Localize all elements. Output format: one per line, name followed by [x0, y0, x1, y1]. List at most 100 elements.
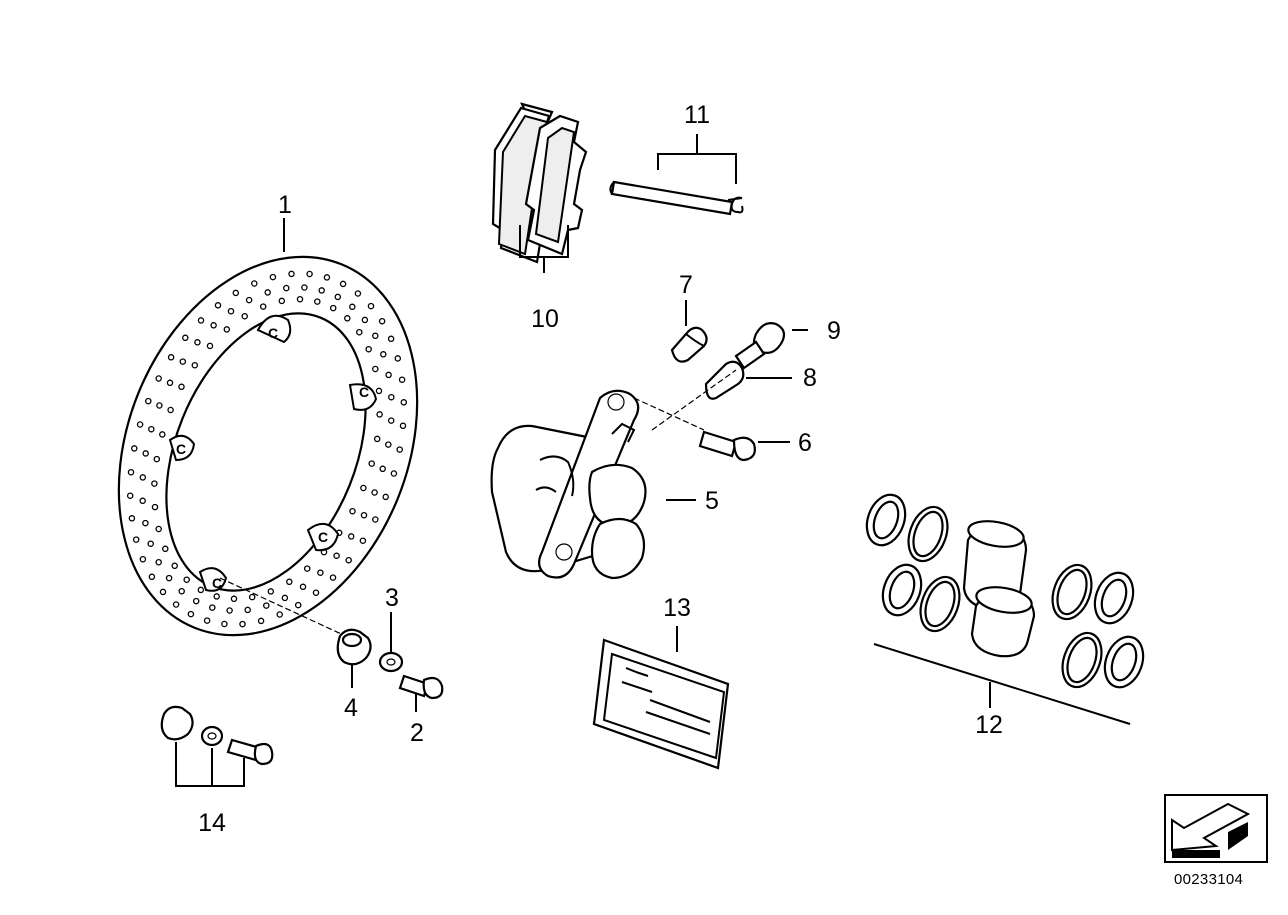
disc-hole [159, 588, 167, 596]
disc-hole [210, 322, 217, 329]
callout-8: 8 [803, 364, 817, 392]
svg-text:C: C [176, 441, 186, 457]
disc-hole [128, 515, 136, 522]
disc-hole [148, 425, 155, 433]
direction-arrow-icon [1164, 794, 1268, 863]
disc-hole [182, 334, 189, 342]
callout-12: 12 [975, 711, 1003, 739]
disc-hole [294, 601, 302, 609]
disc-hole [296, 295, 304, 303]
disc-hole [139, 555, 147, 563]
disc-hole [312, 589, 320, 596]
disc-hole [339, 280, 347, 288]
disc-hole [155, 558, 162, 566]
disc-hole [360, 511, 368, 519]
bleed-screw [734, 322, 808, 370]
disc-hole [382, 493, 389, 501]
disc-hole [306, 270, 313, 278]
disc-hole [276, 611, 283, 618]
disc-hole [131, 445, 138, 452]
callout-5: 5 [705, 487, 719, 515]
brake-caliper [490, 389, 696, 580]
washer [378, 612, 404, 673]
disc-hole [209, 604, 216, 611]
disc-hole [223, 326, 231, 333]
disc-hole [166, 379, 174, 387]
svg-text:C: C [359, 384, 369, 400]
disc-hole [178, 383, 185, 391]
disc-hole [159, 431, 166, 438]
disc-hole [314, 298, 321, 305]
disc-hole [317, 569, 324, 576]
callout-11: 11 [684, 101, 710, 129]
disc-hole [213, 593, 220, 600]
disc-hole [372, 332, 379, 340]
disc-hole [375, 387, 383, 395]
disc-hole [259, 303, 267, 310]
disc-hole [333, 552, 340, 559]
disc-hole [167, 406, 174, 414]
disc-hole [371, 489, 378, 496]
disc-hole [301, 284, 308, 291]
retaining-pin-and-clip [609, 134, 744, 216]
disc-hole [197, 317, 205, 324]
disc-hole [278, 297, 286, 305]
callout-7: 7 [679, 271, 693, 299]
disc-hole [206, 342, 214, 350]
disc-hole [126, 492, 134, 499]
callout-3: 3 [385, 584, 399, 612]
disc-hole [349, 303, 356, 311]
disc-hole [376, 411, 383, 418]
disc-hole [399, 422, 407, 430]
disc-screw [398, 674, 444, 712]
disc-hole [329, 574, 337, 581]
disc-hole [263, 602, 270, 609]
svg-text:C: C [212, 575, 222, 591]
disc-hole [248, 593, 256, 601]
disc-hole [145, 397, 152, 405]
repair-kit-card [592, 626, 730, 770]
disc-hole [345, 556, 352, 564]
disc-hole [372, 516, 379, 523]
brake-disc: C C C C C [117, 255, 419, 637]
disc-hole [230, 595, 238, 603]
callout-1: 1 [278, 191, 292, 219]
disc-hole [394, 355, 402, 362]
disc-hole [127, 468, 135, 476]
disc-hole [359, 537, 367, 544]
disc-hole [187, 610, 195, 618]
disc-hole [155, 525, 162, 533]
disc-hole [365, 345, 372, 353]
disc-hole [139, 497, 146, 505]
disc-hole [165, 574, 173, 582]
callout-6: 6 [798, 429, 812, 457]
disc-hole [387, 417, 395, 424]
diagram-id: 00233104 [1174, 871, 1244, 888]
disc-hole [183, 576, 190, 583]
disc-hole [192, 597, 200, 605]
disc-hole [367, 302, 375, 310]
brake-pads [491, 102, 588, 273]
disc-hole [388, 393, 395, 401]
disc-spacer [336, 628, 372, 688]
disc-hole [214, 302, 222, 309]
disc-hole [318, 287, 325, 294]
disc-hole [244, 606, 251, 614]
disc-hole [356, 328, 363, 336]
callout-4: 4 [344, 694, 358, 722]
disc-hole [379, 465, 386, 473]
disc-hole [178, 587, 185, 595]
disc-hole [385, 441, 392, 448]
disc-hole [349, 507, 356, 515]
disc-hole [269, 273, 277, 281]
disc-hole [372, 365, 379, 373]
callout-9: 9 [827, 317, 841, 345]
disc-hole [385, 371, 392, 379]
callout-13: 13 [663, 594, 691, 622]
disc-hole [167, 354, 175, 361]
disc-hole [151, 503, 159, 511]
bleeder-cap [670, 300, 708, 363]
disc-hole [334, 293, 342, 301]
callout-2: 2 [410, 719, 424, 747]
disc-hole [191, 361, 199, 369]
